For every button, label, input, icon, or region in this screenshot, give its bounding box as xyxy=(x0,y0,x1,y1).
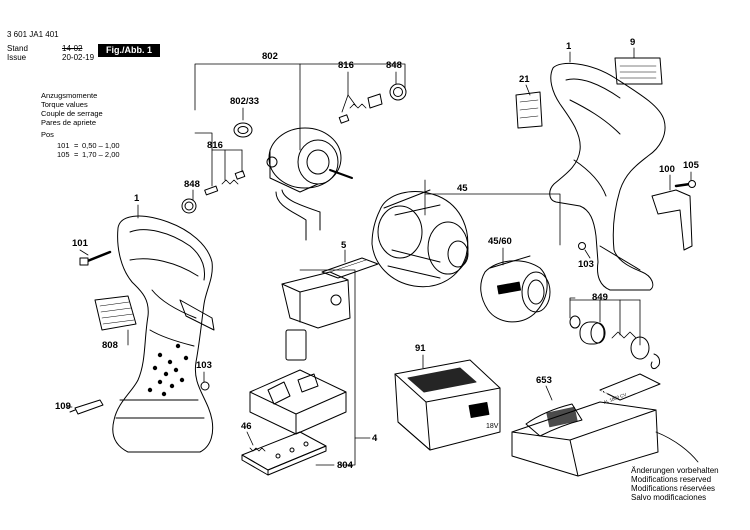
callout-816-left: 816 xyxy=(207,140,223,151)
label-9 xyxy=(614,57,663,85)
belt-clip-100 xyxy=(651,189,693,251)
small-parts xyxy=(181,83,407,214)
callout-848-left: 848 xyxy=(184,179,200,190)
figure-badge: Fig./Abb. 1 xyxy=(98,44,160,57)
screw-105 xyxy=(674,180,696,188)
part-number: 3 601 JA1 401 xyxy=(7,30,59,39)
screw-103 xyxy=(200,381,210,391)
footer-note: Modifications reserved xyxy=(631,475,712,484)
switch-assembly xyxy=(249,271,351,435)
callout-849: 849 xyxy=(592,292,608,303)
callout-103-left: 103 xyxy=(196,360,212,371)
callout-46: 46 xyxy=(241,421,252,432)
torque-row-pos: 105 xyxy=(57,150,70,159)
bit-109 xyxy=(69,399,104,415)
battery-91: 18V xyxy=(394,359,501,451)
callout-9: 9 xyxy=(630,37,636,48)
stand-label: Stand xyxy=(7,44,28,53)
right-housing xyxy=(549,62,666,291)
callout-100: 100 xyxy=(659,164,675,175)
sleeve-45-60 xyxy=(480,255,551,323)
torque-row-value: 1,70 – 2,00 xyxy=(82,150,120,159)
torque-row-value: 0,50 – 1,00 xyxy=(82,141,120,150)
footer-note: Änderungen vorbehalten xyxy=(631,466,719,475)
callout-1-left: 1 xyxy=(134,193,140,204)
callout-91: 91 xyxy=(415,343,426,354)
footer-note: Salvo modificaciones xyxy=(631,493,707,502)
gear-housing xyxy=(371,189,469,288)
callout-45-60: 45/60 xyxy=(488,236,512,247)
screw-101 xyxy=(79,250,112,266)
callout-45: 45 xyxy=(457,183,468,194)
callout-4: 4 xyxy=(372,433,378,444)
issue-value: 20-02-19 xyxy=(62,53,95,62)
charger-653: BOSCH AL 1860 CV xyxy=(511,373,699,477)
board-804 xyxy=(241,431,327,476)
callout-848: 848 xyxy=(386,60,402,71)
callout-5: 5 xyxy=(341,240,347,251)
footer-note: Modifications réservées xyxy=(631,484,716,493)
callout-653: 653 xyxy=(536,375,552,386)
callout-1-right: 1 xyxy=(566,41,572,52)
torque-pos-label: Pos xyxy=(41,130,54,139)
callout-804: 804 xyxy=(337,460,353,471)
callout-109: 109 xyxy=(55,401,71,412)
torque-row-eq: = xyxy=(74,141,79,150)
torque-line: Couple de serrage xyxy=(41,109,103,118)
torque-row-pos: 101 xyxy=(57,141,70,150)
torque-row-eq: = xyxy=(74,150,79,159)
callout-21: 21 xyxy=(519,74,530,85)
stand-value: 14-02 xyxy=(62,44,83,53)
callout-802: 802 xyxy=(262,51,278,62)
callout-101: 101 xyxy=(72,238,88,249)
screw-103-right xyxy=(578,242,586,250)
torque-line: Pares de apriete xyxy=(41,118,97,127)
torque-line: Torque values xyxy=(41,100,88,109)
parts-849 xyxy=(569,315,661,369)
label-plate xyxy=(94,295,137,331)
battery-text: 18V xyxy=(486,423,499,430)
callout-808: 808 xyxy=(102,340,118,351)
torque-line: Anzugsmomente xyxy=(41,91,98,100)
motor-assembly xyxy=(266,127,353,241)
callout-802-33: 802/33 xyxy=(230,96,260,107)
callout-816: 816 xyxy=(338,60,354,71)
callout-103-right: 103 xyxy=(578,259,594,270)
label-21 xyxy=(515,91,543,129)
callout-105: 105 xyxy=(683,160,699,171)
issue-label: Issue xyxy=(7,53,27,62)
leader-lines xyxy=(65,47,692,466)
left-housing xyxy=(112,215,215,453)
part-5 xyxy=(321,257,379,279)
